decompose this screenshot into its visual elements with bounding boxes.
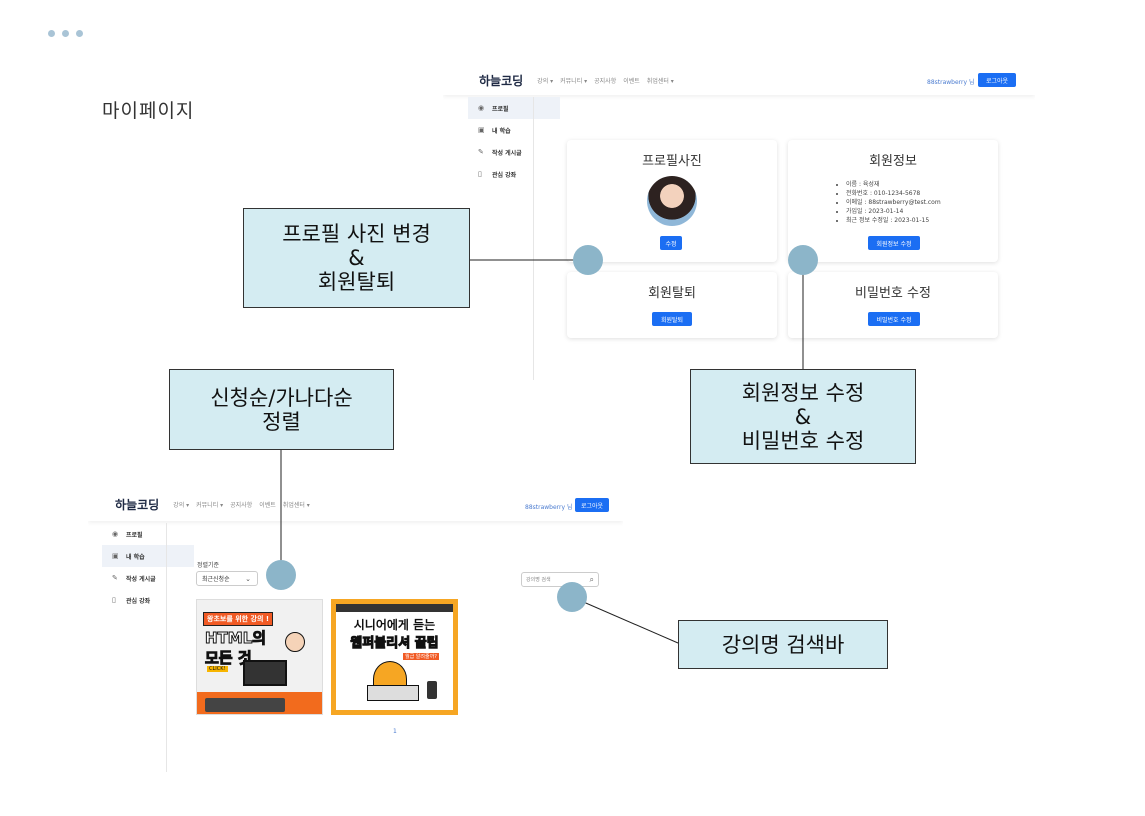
card-title: 회원정보 [869,154,917,169]
password-edit-button[interactable]: 비밀번호 수정 [868,312,920,326]
callout-profile: 프로필 사진 변경 & 회원탈퇴 [243,208,470,308]
sidebar-divider [533,97,534,380]
mypage-learning-screenshot: 하늘코딩 강의 ▾ 커뮤니티 ▾ 공지사항 이벤트 취업센터 ▾ 88straw… [88,487,623,772]
sidebar-item-my-learning[interactable]: ▣내 학습 [478,126,511,135]
course-card-publisher[interactable]: 시니어에게 듣는 웹퍼블리셔 꿀팁 월급 알려줄까? [331,599,458,715]
logout-button[interactable]: 로그아웃 [575,498,609,512]
annotation-marker-profile [573,245,603,275]
top-navbar: 하늘코딩 강의 ▾ 커뮤니티 ▾ 공지사항 이벤트 취업센터 ▾ 88straw… [443,65,1035,95]
browser-bar [336,604,453,612]
info-phone: 전화번호 : 010-1234-5678 [846,189,941,198]
logout-button[interactable]: 로그아웃 [978,73,1016,87]
sidebar-item-profile[interactable]: ◉프로필 [112,530,143,539]
profile-edit-button[interactable]: 수정 [660,236,682,250]
nav-item-notice[interactable]: 공지사항 [230,501,253,509]
annotation-marker-sort [266,560,296,590]
user-icon: ◉ [478,104,485,112]
sidebar-item-my-learning[interactable]: ▣내 학습 [102,545,194,567]
course-search-input[interactable]: 강의명 검색 ⌕ [521,572,599,587]
member-info-card: 회원정보 이름 : 육성재 전화번호 : 010-1234-5678 이메일 :… [788,140,998,262]
info-join-date: 가입일 : 2023-01-14 [846,207,941,216]
sidebar-item-favorites[interactable]: ▯관심 강좌 [478,170,517,179]
sidebar-divider [166,523,167,772]
bookmark-icon: ▯ [478,170,482,178]
sort-label: 정렬기준 [197,562,220,569]
profile-photo-card: 프로필사진 수정 [567,140,777,262]
character-illustration [285,632,305,652]
nav-item-courses[interactable]: 강의 ▾ [173,501,190,509]
cup-illustration [427,681,437,699]
password-card: 비밀번호 수정 비밀번호 수정 [788,272,998,338]
chevron-down-icon: ⌄ [245,574,251,583]
course-title-line2: 웹퍼블리셔 꿀팁 [350,636,439,652]
user-name[interactable]: 88strawberry 님 [525,504,573,511]
profile-avatar [647,176,697,226]
bookmark-icon: ▯ [112,596,116,604]
sidebar-item-profile[interactable]: ◉프로필 [468,97,560,119]
callout-search: 강의명 검색바 [678,620,888,669]
course-badge: CLICK! [207,666,228,672]
book-icon: ▣ [112,552,119,560]
nav-item-event[interactable]: 이벤트 [259,501,276,509]
sidebar-item-my-posts[interactable]: ✎작성 게시글 [112,574,156,583]
sort-select[interactable]: 최근신청순 ⌄ [196,571,258,586]
sidebar: ◉프로필 ▣내 학습 ✎작성 게시글 ▯관심 강좌 [102,523,194,611]
nav-menu: 강의 ▾ 커뮤니티 ▾ 공지사항 이벤트 취업센터 ▾ [173,500,310,509]
sidebar: ◉프로필 ▣내 학습 ✎작성 게시글 ▯관심 강좌 [468,97,560,185]
book-icon: ▣ [478,126,485,134]
mypage-profile-screenshot: 하늘코딩 강의 ▾ 커뮤니티 ▾ 공지사항 이벤트 취업센터 ▾ 88straw… [443,65,1035,380]
edit-icon: ✎ [112,574,118,582]
keyboard-shape [205,698,285,712]
nav-item-career[interactable]: 취업센터 ▾ [646,77,674,85]
page-title: 마이페이지 [102,100,195,122]
callout-sort: 신청순/가나다순 정렬 [169,369,394,450]
nav-item-event[interactable]: 이벤트 [623,77,640,85]
member-info-edit-button[interactable]: 회원정보 수정 [868,236,920,250]
brand-logo[interactable]: 하늘코딩 [479,73,524,88]
card-title: 비밀번호 수정 [855,286,931,301]
nav-item-community[interactable]: 커뮤니티 ▾ [196,501,224,509]
laptop-illustration [367,685,419,701]
monitor-illustration [243,660,287,686]
window-dots [48,30,83,37]
course-title-line1: HTML의 [204,629,267,648]
brand-logo[interactable]: 하늘코딩 [115,497,160,512]
top-navbar: 하늘코딩 강의 ▾ 커뮤니티 ▾ 공지사항 이벤트 취업센터 ▾ 88straw… [88,487,623,521]
withdraw-button[interactable]: 회원탈퇴 [652,312,692,326]
annotation-marker-search [557,582,587,612]
annotation-marker-info [788,245,818,275]
pagination[interactable]: 1 [393,728,397,735]
course-card-html[interactable]: 왕초보를 위한 강의 ! HTML의 모든 것 CLICK! [196,599,323,715]
callout-member-info: 회원정보 수정 & 비밀번호 수정 [690,369,916,464]
nav-item-career[interactable]: 취업센터 ▾ [282,501,310,509]
course-title-line2: 모든 것 [205,649,253,668]
info-name: 이름 : 육성재 [846,180,941,189]
sidebar-item-favorites[interactable]: ▯관심 강좌 [112,596,151,605]
info-email: 이메일 : 88strawberry@test.com [846,198,941,207]
user-name[interactable]: 88strawberry 님 [927,79,975,86]
nav-item-community[interactable]: 커뮤니티 ▾ [560,77,588,85]
withdraw-card: 회원탈퇴 회원탈퇴 [567,272,777,338]
nav-item-courses[interactable]: 강의 ▾ [537,77,554,85]
nav-menu: 강의 ▾ 커뮤니티 ▾ 공지사항 이벤트 취업센터 ▾ [537,76,674,85]
sidebar-item-my-posts[interactable]: ✎작성 게시글 [478,148,522,157]
course-badge: 월급 알려줄까? [403,653,439,660]
member-info-list: 이름 : 육성재 전화번호 : 010-1234-5678 이메일 : 88st… [846,180,941,225]
edit-icon: ✎ [478,148,484,156]
search-icon[interactable]: ⌕ [589,574,594,584]
nav-item-notice[interactable]: 공지사항 [594,77,617,85]
card-title: 회원탈퇴 [648,286,696,301]
user-icon: ◉ [112,530,119,538]
course-tagline: 왕초보를 위한 강의 ! [203,612,274,626]
card-title: 프로필사진 [642,154,702,169]
course-title-line1: 시니어에게 듣는 [353,618,436,632]
info-updated-date: 최근 정보 수정일 : 2023-01-15 [846,216,941,225]
